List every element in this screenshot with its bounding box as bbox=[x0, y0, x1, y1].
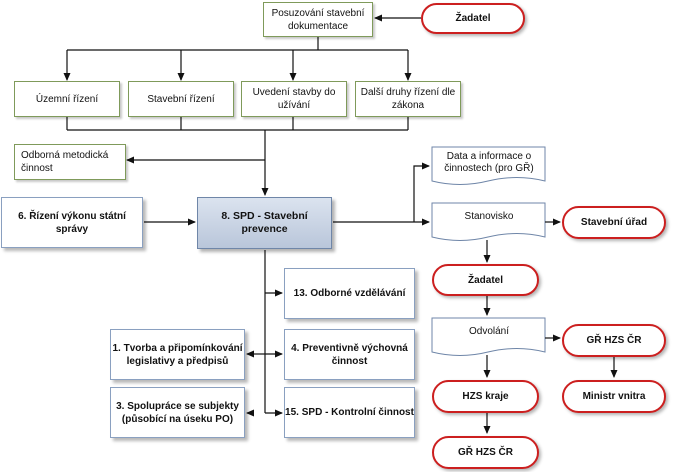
ministr-label: Ministr vnitra bbox=[582, 391, 646, 402]
posuzovani-label: Posuzování stavební dokumentace bbox=[271, 7, 365, 32]
stavebni-rizeni-label: Stavební řízení bbox=[147, 93, 215, 105]
odborna-metodicka-label: Odborná metodická činnost bbox=[21, 150, 109, 174]
stanovisko-text: Stanovisko bbox=[434, 205, 544, 229]
zadatel-top-pill: Žadatel bbox=[421, 3, 525, 34]
stanovisko-document-shape bbox=[431, 202, 546, 241]
odborne-vzdelavani-box: 13. Odborné vzdělávání bbox=[284, 268, 415, 319]
uvedeni-label: Uvedení stavby do užívání bbox=[252, 87, 336, 111]
dalsi-box: Další druhy řízení dle zákona bbox=[355, 81, 461, 117]
gr-hzs-right-pill: GŘ HZS ČR bbox=[562, 324, 666, 357]
uzemni-label: Územní řízení bbox=[35, 93, 99, 105]
uzemni-box: Územní řízení bbox=[14, 81, 120, 117]
preventivne-box: 4. Preventivně výchovná činnost bbox=[284, 329, 415, 380]
tvorba-box: 1. Tvorba a připomínkování legislativy a… bbox=[110, 329, 245, 380]
odvolani-document-shape bbox=[431, 317, 546, 356]
stavebni-rizeni-box: Stavební řízení bbox=[128, 81, 234, 117]
gr-hzs-bottom-pill: GŘ HZS ČR bbox=[432, 436, 539, 469]
zadatel-mid-pill: Žadatel bbox=[432, 264, 539, 296]
spd-main-box: 8. SPD - Stavební prevence bbox=[197, 197, 332, 249]
hzs-kraje-label: HZS kraje bbox=[462, 391, 509, 402]
kontrolni-box: 15. SPD - Kontrolní činnost bbox=[284, 387, 415, 438]
rizeni-vykonu-label: 6. Řízení výkonu státní správy bbox=[18, 210, 126, 235]
stanovisko-label: Stanovisko bbox=[464, 211, 514, 222]
dalsi-label: Další druhy řízení dle zákona bbox=[360, 87, 456, 111]
data-info-text: Data a informace o činnostech (pro GŘ) bbox=[434, 149, 544, 177]
data-info-document-shape bbox=[431, 146, 546, 185]
posuzovani-box: Posuzování stavební dokumentace bbox=[263, 2, 373, 37]
odvolani-label: Odvolání bbox=[468, 326, 510, 337]
odvolani-text: Odvolání bbox=[434, 320, 544, 344]
hzs-kraje-pill: HZS kraje bbox=[432, 380, 539, 413]
spoluprace-box: 3. Spolupráce se subjekty (působící na ú… bbox=[110, 387, 245, 438]
spd-main-label: 8. SPD - Stavební prevence bbox=[221, 210, 308, 235]
zadatel-top-label: Žadatel bbox=[455, 13, 491, 24]
preventivne-label: 4. Preventivně výchovná činnost bbox=[291, 342, 408, 367]
kontrolni-label: 15. SPD - Kontrolní činnost bbox=[285, 407, 414, 418]
odborna-metodicka-box: Odborná metodická činnost bbox=[14, 144, 126, 180]
tvorba-label: 1. Tvorba a připomínkování legislativy a… bbox=[112, 342, 243, 367]
uvedeni-box: Uvedení stavby do užívání bbox=[241, 81, 347, 117]
gr-hzs-bottom-label: GŘ HZS ČR bbox=[458, 447, 513, 458]
ministr-pill: Ministr vnitra bbox=[562, 380, 666, 413]
spoluprace-label: 3. Spolupráce se subjekty (působící na ú… bbox=[116, 400, 239, 425]
stavebni-urad-pill: Stavební úřad bbox=[562, 206, 666, 239]
zadatel-mid-label: Žadatel bbox=[467, 274, 503, 286]
connector-spd-to-data bbox=[413, 162, 430, 222]
gr-hzs-right-label: GŘ HZS ČR bbox=[586, 335, 642, 346]
rizeni-vykonu-box: 6. Řízení výkonu státní správy bbox=[1, 197, 143, 248]
stavebni-urad-label: Stavební úřad bbox=[580, 217, 648, 228]
data-info-label: Data a informace o činnostech (pro GŘ) bbox=[444, 151, 534, 174]
odborne-vzdelavani-label: 13. Odborné vzdělávání bbox=[293, 288, 406, 299]
